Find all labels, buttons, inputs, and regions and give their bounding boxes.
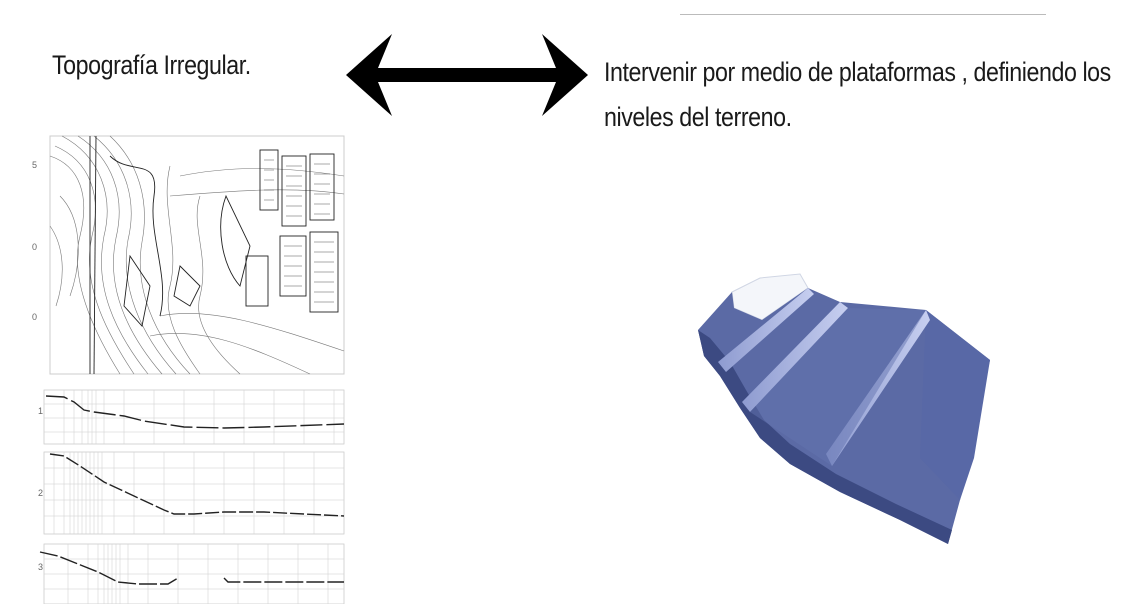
section-profile-2 xyxy=(43,451,345,535)
double-headed-arrow-icon xyxy=(346,34,588,116)
section-label-2: 2 xyxy=(38,488,44,498)
section-label-1: 1 xyxy=(38,406,44,416)
right-caption: Intervenir por medio de plataformas , de… xyxy=(604,57,1111,132)
plan-label-2: 0 xyxy=(32,242,38,252)
section-profile-3 xyxy=(39,543,345,604)
plan-label-3: 0 xyxy=(32,312,38,322)
section-profile-1 xyxy=(43,389,345,445)
section-label-3: 3 xyxy=(38,562,44,572)
topographic-plan xyxy=(49,135,345,375)
top-divider xyxy=(680,14,1046,15)
plan-label-1: 5 xyxy=(32,160,38,170)
left-caption: Topografía Irregular. xyxy=(52,50,251,80)
terrain-platform-model xyxy=(698,273,990,544)
